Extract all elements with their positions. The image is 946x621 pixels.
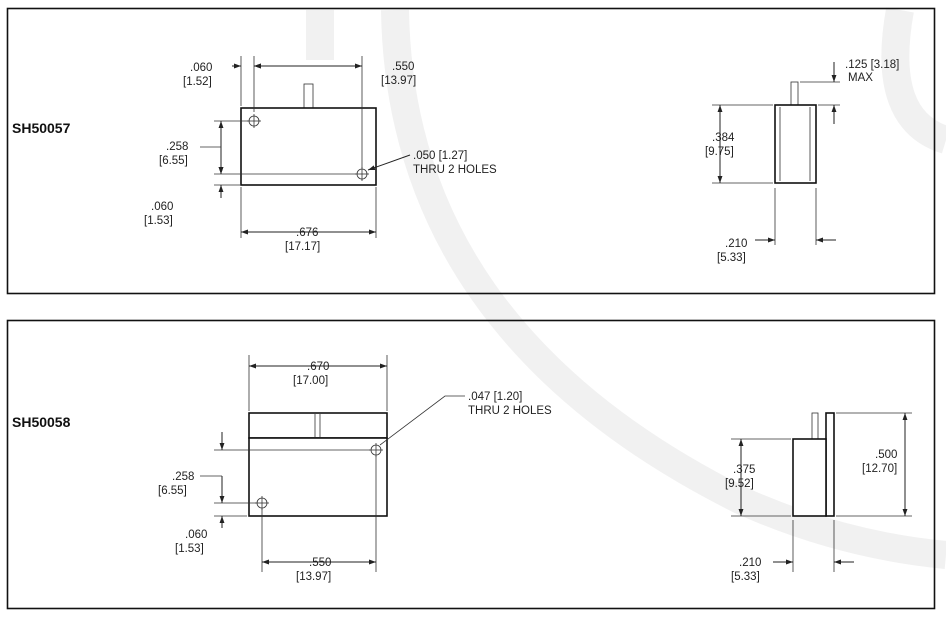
front-view-2: .670 [17.00] .047 [1.20] THRU 2 HOLES .2… bbox=[158, 355, 552, 583]
component-body bbox=[240, 107, 377, 186]
dim-060-bottom: .060 bbox=[151, 201, 173, 213]
dim-384: .384 bbox=[712, 132, 735, 144]
dim-550: .550 bbox=[309, 557, 331, 569]
dim-258-mm: [6.55] bbox=[159, 155, 188, 167]
panel-sh50057: SH50057 .060 [1.52] .550 [13.97] bbox=[6, 7, 936, 295]
dim-375: .375 bbox=[733, 464, 755, 476]
dim-500: .500 bbox=[875, 449, 897, 461]
side-view-1: .125 [3.18] MAX .384 [9.75] .210 [5.33] bbox=[705, 59, 899, 264]
dim-676-mm: [17.17] bbox=[285, 241, 320, 253]
dim-550-mm: [13.97] bbox=[296, 571, 331, 583]
dim-384-mm: [9.75] bbox=[705, 146, 734, 158]
note-holes-1: .047 [1.20] bbox=[468, 391, 522, 403]
dim-676: .676 bbox=[296, 227, 318, 239]
dim-550: .550 bbox=[392, 61, 414, 73]
dim-060-top: .060 bbox=[190, 62, 212, 74]
dim-210: .210 bbox=[725, 238, 747, 250]
dim-670: .670 bbox=[307, 361, 329, 373]
note-holes-2: THRU 2 HOLES bbox=[468, 405, 552, 417]
component-body bbox=[248, 437, 388, 517]
panel-1-frame bbox=[6, 7, 936, 295]
panel-sh50058: SH50058 .670 [17.00] .047 [1.20] THRU 2 … bbox=[6, 319, 936, 610]
part-number-sh50057: SH50057 bbox=[12, 120, 71, 136]
dim-210-mm: [5.33] bbox=[717, 252, 746, 264]
panel-2-frame bbox=[6, 319, 936, 610]
side-view-2: .375 [9.52] .500 [12.70] .210 [5.33] bbox=[725, 412, 912, 583]
front-view-1: .060 [1.52] .550 [13.97] .258 [6.55] .06… bbox=[144, 56, 497, 253]
dim-258: .258 bbox=[172, 471, 194, 483]
dim-060-bottom-mm: [1.53] bbox=[144, 215, 173, 227]
dim-375-mm: [9.52] bbox=[725, 478, 754, 490]
dim-258-mm: [6.55] bbox=[158, 485, 187, 497]
note-holes-1: .050 [1.27] bbox=[413, 150, 467, 162]
dim-210: .210 bbox=[739, 557, 761, 569]
dim-258: .258 bbox=[166, 141, 188, 153]
dim-670-mm: [17.00] bbox=[293, 375, 328, 387]
dim-550-mm: [13.97] bbox=[381, 75, 416, 87]
dim-max: MAX bbox=[848, 72, 873, 84]
dim-060: .060 bbox=[185, 529, 207, 541]
dim-500-mm: [12.70] bbox=[862, 463, 897, 475]
dim-210-mm: [5.33] bbox=[731, 571, 760, 583]
dim-125: .125 [3.18] bbox=[845, 59, 899, 71]
dim-060-top-mm: [1.52] bbox=[183, 76, 212, 88]
watermark-graphic bbox=[306, 7, 946, 569]
note-holes-2: THRU 2 HOLES bbox=[413, 164, 497, 176]
part-number-sh50058: SH50058 bbox=[12, 414, 71, 430]
dim-060-mm: [1.53] bbox=[175, 543, 204, 555]
